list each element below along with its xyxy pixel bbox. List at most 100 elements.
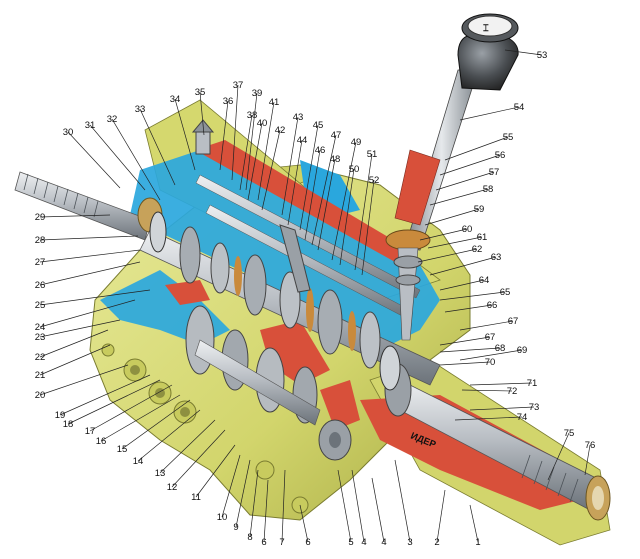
callout-label-13: 11 [191,492,201,503]
callout-label-38: 36 [223,96,234,107]
callout-leader-29 [39,249,141,263]
callout-label-78: 75 [564,428,575,439]
callout-leader-50 [317,158,336,251]
callout-leader-58 [439,154,501,176]
section-cut-red: ИДЕР [165,140,580,510]
callout-label-40: 38 [247,110,258,121]
callout-leader-67 [439,291,506,301]
callout-leader-61 [424,208,480,226]
callout-label-26: 24 [35,322,46,333]
callout-leader-26 [39,299,136,328]
callout-label-48: 46 [315,145,326,156]
callout-label-16: 14 [133,456,144,467]
callout-label-37: 35 [195,87,206,98]
callout-leader-18 [100,394,181,442]
callout-leader-20 [67,379,161,425]
callout-label-60: 58 [483,184,494,195]
callout-leader-69 [459,320,514,331]
callout-label-33: 31 [85,120,96,131]
callout-label-11: 9 [233,522,238,533]
callout-label-79: 76 [585,440,596,451]
callout-leader-36 [174,98,196,171]
callout-leader-55 [504,49,543,56]
callout-label-32: 30 [63,127,74,138]
callout-leader-79 [584,444,591,476]
callout-label-29: 27 [35,257,46,268]
callout-label-76: 73 [529,402,540,413]
callout-leader-68 [444,304,493,313]
callout-leader-76 [469,406,535,411]
callout-label-6: 5 [348,537,353,548]
callout-label-62: 60 [462,224,473,235]
callout-label-45: 43 [293,112,304,123]
callout-label-21: 19 [55,410,66,421]
callout-leader-48 [304,149,321,241]
callout-label-67: 65 [500,287,511,298]
callout-label-19: 17 [85,426,96,437]
callout-leader-63 [427,236,483,249]
callout-label-34: 32 [107,114,118,125]
callout-leader-72 [459,349,523,361]
callout-label-57: 55 [503,132,514,143]
gear-lever: ⌶ [385,13,519,341]
callout-leader-57 [444,136,509,161]
callout-label-18: 16 [96,436,107,447]
callout-label-10: 8 [247,532,252,543]
callout-label-17: 15 [117,444,128,455]
callout-leader-71 [439,347,501,353]
callout-leader-8 [299,504,309,543]
gear-set [149,174,421,461]
callout-label-9: 7 [279,537,284,548]
callout-leader-6 [337,469,352,543]
callout-label-20: 18 [63,419,74,430]
callout-label-15: 13 [155,468,166,479]
callout-label-52: 50 [349,164,360,175]
callout-leader-77 [454,416,523,421]
callout-leader-12 [221,454,241,518]
callout-label-54: 52 [369,175,380,186]
callout-label-30: 28 [35,235,46,246]
callout-leader-14 [171,429,226,488]
callout-label-41: 39 [252,88,263,99]
callout-label-8: 6 [305,537,310,548]
callout-label-65: 63 [491,252,502,263]
shifter-pattern-icon: ⌶ [483,23,489,34]
callout-leader-13 [195,444,236,498]
callout-label-56: 54 [514,102,525,113]
callout-leader-54 [361,179,375,276]
callout-leader-51 [331,141,357,261]
callout-label-70: 67 [485,332,496,343]
callout-leader-56 [459,106,520,121]
callout-label-58: 56 [495,150,506,161]
callout-label-12: 10 [217,512,228,523]
callout-leader-38 [219,100,229,171]
callout-leader-19 [89,384,173,432]
callout-leader-1 [469,504,479,543]
callout-label-23: 21 [35,370,46,381]
callout-label-51: 49 [351,137,362,148]
callout-leader-53 [354,153,373,271]
callout-label-46: 44 [297,135,308,146]
callout-leader-11 [235,459,251,528]
callout-leader-78 [547,432,570,481]
callout-leader-49 [311,134,337,246]
callout-label-28: 26 [35,280,46,291]
callout-leader-60 [429,188,489,206]
callout-leader-35 [139,108,176,186]
callout-label-24: 22 [35,352,46,363]
callout-leader-16 [137,409,201,462]
callout-leader-42 [247,122,263,201]
callout-label-2: 2 [434,537,439,548]
callout-leader-23 [39,344,111,376]
callout-leader-31 [39,214,111,218]
callout-leader-41 [245,92,258,191]
callout-leader-3 [394,459,411,543]
callout-leader-10 [249,469,259,538]
callout-label-77: 74 [517,412,528,423]
callout-label-14: 12 [167,482,178,493]
callout-label-75: 72 [507,386,518,397]
callout-label-55: 53 [537,50,548,61]
callout-leader-64 [417,248,478,263]
callout-label-73: 70 [485,357,496,368]
callout-leader-21 [59,374,151,416]
